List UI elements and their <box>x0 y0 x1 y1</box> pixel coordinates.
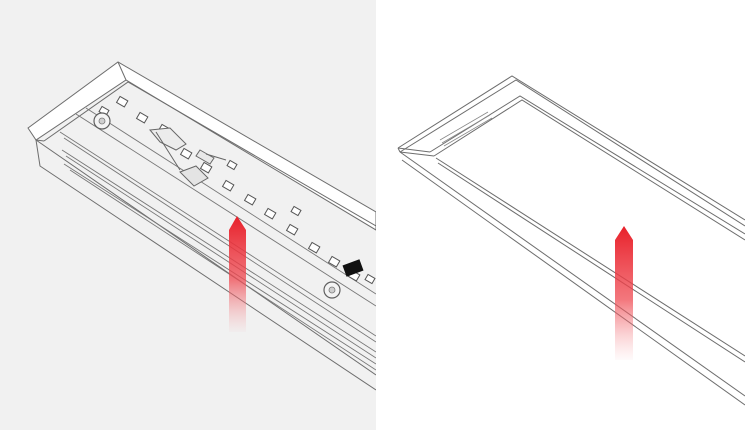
light-direction-arrow <box>615 226 633 360</box>
heat-sink-rails <box>59 107 376 371</box>
panel-background <box>376 0 745 430</box>
covered-fixture-illustration <box>376 0 745 430</box>
mounting-screw <box>323 281 341 299</box>
open-fixture-illustration <box>0 0 376 430</box>
driver-connector <box>149 127 227 187</box>
terminal-block <box>342 259 364 277</box>
end-cap-detail <box>439 111 493 147</box>
panel-covered-fixture <box>376 0 745 430</box>
light-direction-arrow <box>229 216 246 332</box>
fixture-frame <box>397 75 745 406</box>
mounting-screw <box>93 112 111 130</box>
fixture-housing <box>27 61 376 391</box>
panel-open-fixture <box>0 0 376 430</box>
